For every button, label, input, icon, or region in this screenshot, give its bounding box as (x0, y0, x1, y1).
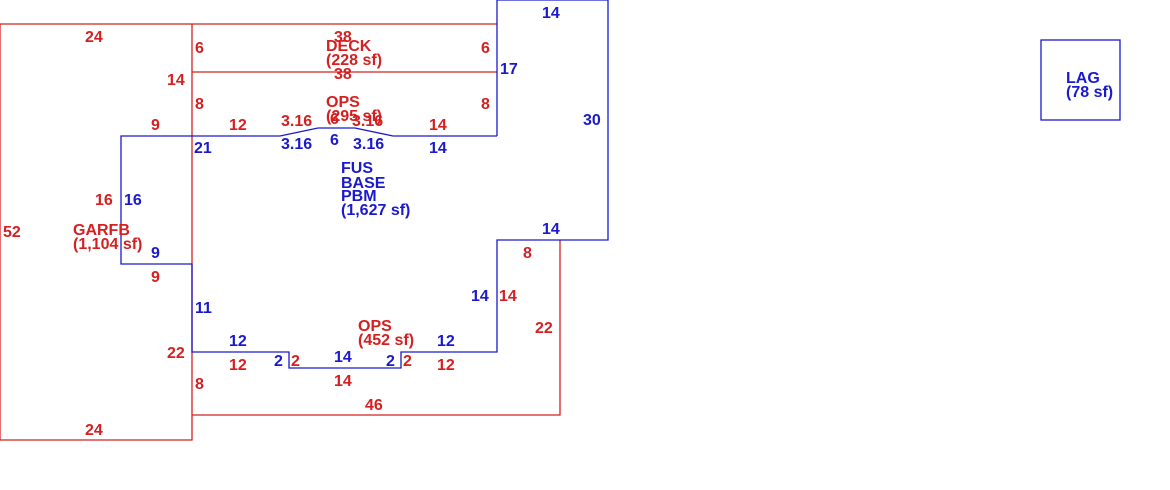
dim-label: 52 (3, 224, 21, 241)
dim-label: 17 (500, 61, 518, 78)
dim-label: 14 (542, 5, 560, 22)
dim-label: 3.16 (353, 136, 384, 153)
deck-area: (228 sf) (326, 52, 382, 69)
dim-label: 21 (194, 140, 212, 157)
dim-label: 22 (167, 345, 185, 362)
dim-label: 2 (403, 353, 412, 370)
lag-outline (1040, 39, 1121, 121)
dim-label: 14 (429, 140, 447, 157)
dim-label: 3.16 (352, 113, 383, 130)
dim-label: 9 (151, 245, 160, 262)
dim-label: 8 (195, 96, 204, 113)
dim-label: 8 (481, 96, 490, 113)
dim-label: 6 (330, 132, 339, 149)
dim-label: 8 (195, 376, 204, 393)
fus-outline (120, 0, 609, 369)
dim-label: 9 (151, 117, 160, 134)
dim-label: 22 (535, 320, 553, 337)
dim-label: 9 (151, 269, 160, 286)
dim-label: 12 (437, 333, 455, 350)
dim-label: 14 (542, 221, 560, 238)
dim-label: 6 (481, 40, 490, 57)
dim-label: 2 (274, 353, 283, 370)
ops-top-label: OPS (326, 94, 360, 111)
ops-bottom-area: (452 sf) (358, 332, 414, 349)
lag-label: LAG (1066, 70, 1100, 87)
dim-label: 14 (167, 72, 185, 89)
dim-label: 16 (95, 192, 113, 209)
dim-label: 2 (386, 353, 395, 370)
dim-label: 6 (195, 40, 204, 57)
dim-label: 2 (291, 353, 300, 370)
dim-label: 12 (437, 357, 455, 374)
fus-label-line2: BASE (341, 175, 386, 192)
dim-label: 14 (334, 373, 352, 390)
dim-label: 14 (471, 288, 489, 305)
dim-label: 12 (229, 357, 247, 374)
dim-label: 12 (229, 117, 247, 134)
dim-label: 11 (195, 300, 212, 317)
dim-label: 3.16 (281, 113, 312, 130)
ops-bottom-label: OPS (358, 318, 392, 335)
dim-label: 24 (85, 29, 103, 46)
lag-area: (78 sf) (1066, 84, 1113, 101)
dim-label: 14 (429, 117, 447, 134)
dim-label: 3.16 (281, 136, 312, 153)
dim-label: 6 (330, 111, 339, 128)
dim-label: 30 (583, 112, 601, 129)
dim-label: 24 (85, 422, 103, 439)
garfb-area: (1,104 sf) (73, 236, 142, 253)
ops-top-area: (295 sf) (326, 108, 382, 125)
fus-label-line3: PBM (341, 188, 377, 205)
dim-label: 12 (229, 333, 247, 350)
deck-overlay-number: 38 (334, 29, 352, 46)
fus-area: (1,627 sf) (341, 202, 410, 219)
garfb-label: GARFB (73, 222, 130, 239)
dim-label: 14 (499, 288, 517, 305)
dim-label: 46 (365, 397, 383, 414)
dim-label: 16 (124, 192, 142, 209)
dim-label: 14 (334, 349, 352, 366)
dim-label: 38 (334, 66, 352, 83)
deck-label: DECK (326, 38, 372, 55)
fus-label-line1: FUS (341, 160, 373, 177)
dim-label: 8 (523, 245, 532, 262)
ops-bottom-outline (192, 240, 561, 416)
